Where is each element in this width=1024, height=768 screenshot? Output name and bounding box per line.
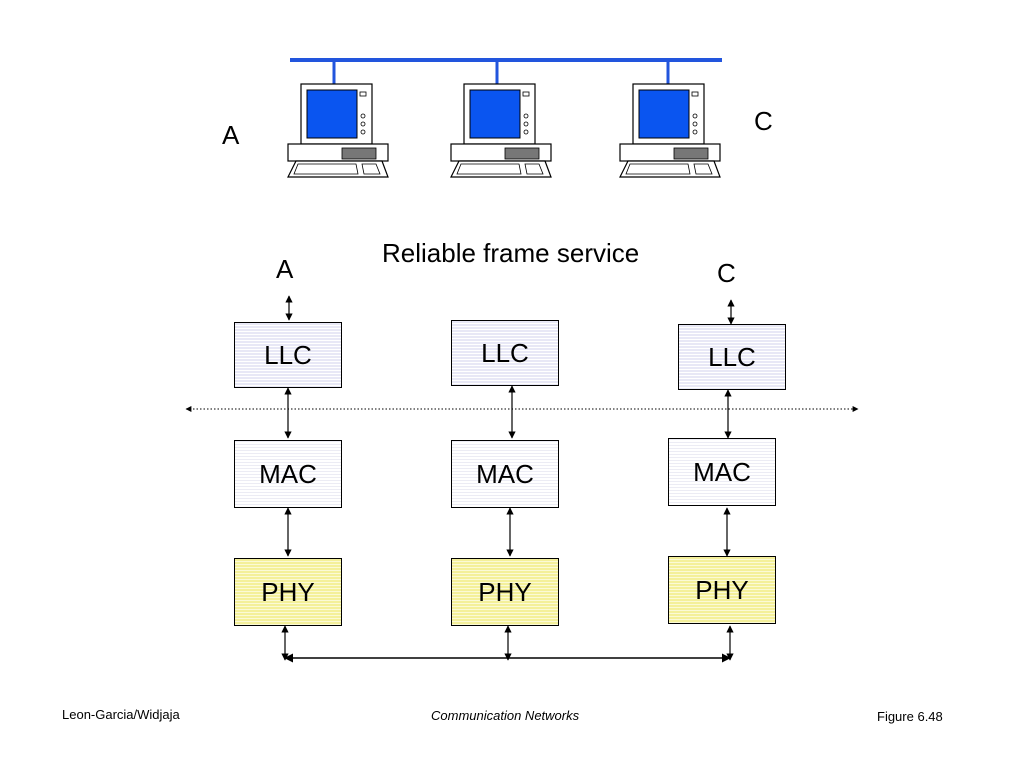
- stack-label-a: A: [276, 254, 294, 284]
- footer-figure-number: Figure 6.48: [877, 709, 943, 724]
- llc-box-a: LLC: [234, 322, 342, 388]
- llc-box-b: LLC: [451, 320, 559, 386]
- mac-box-a: MAC: [234, 440, 342, 508]
- footer-authors: Leon-Garcia/Widjaja: [62, 707, 180, 722]
- phy-box-c: PHY: [668, 556, 776, 624]
- mac-box-b: MAC: [451, 440, 559, 508]
- computer-icon-c: [619, 83, 721, 178]
- top-label-a: A: [222, 120, 240, 150]
- lan-bus: [290, 58, 722, 86]
- computer-icon-b: [450, 83, 552, 178]
- phy-box-b: PHY: [451, 558, 559, 626]
- mac-box-c: MAC: [668, 438, 776, 506]
- computer-icon-a: [287, 83, 389, 178]
- footer-book-title: Communication Networks: [431, 708, 580, 723]
- top-label-c: C: [754, 106, 773, 136]
- stack-label-c: C: [717, 258, 736, 288]
- service-label: Reliable frame service: [382, 238, 640, 268]
- phy-box-a: PHY: [234, 558, 342, 626]
- llc-box-c: LLC: [678, 324, 786, 390]
